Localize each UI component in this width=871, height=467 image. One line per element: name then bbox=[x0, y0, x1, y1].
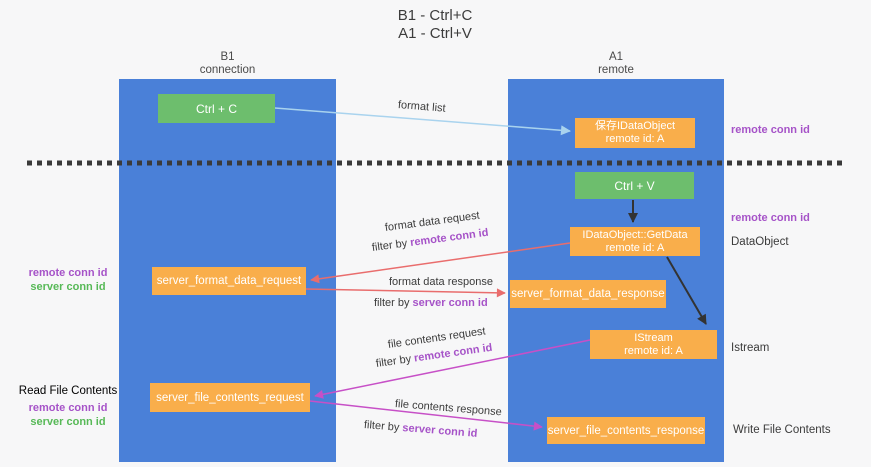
node-idataobject-getdata: IDataObject::GetData remote id: A bbox=[570, 227, 700, 256]
arrow-file-contents-request bbox=[314, 339, 591, 399]
node-server-format-data-response: server_format_data_response bbox=[510, 280, 666, 308]
lane-a1-name: A1 bbox=[608, 51, 624, 63]
node-ctrl-c: Ctrl + C bbox=[158, 94, 275, 123]
title-line-2: A1 - Ctrl+V bbox=[398, 25, 472, 42]
arrow-getdata-istream bbox=[666, 256, 707, 325]
label-filter-format-data-response: filter by server conn id bbox=[374, 297, 488, 309]
title-line-1: B1 - Ctrl+C bbox=[397, 7, 473, 24]
lane-header-a1: A1 remote bbox=[508, 51, 724, 77]
node-save-idataobject-line2: remote id: A bbox=[605, 133, 665, 145]
node-istream-line2: remote id: A bbox=[624, 344, 683, 357]
read-file-contents-label: Read File Contents bbox=[18, 385, 118, 397]
arrow-file-contents-response bbox=[309, 400, 543, 431]
arrow-format-data-request bbox=[310, 242, 571, 284]
diagram-title: B1 - Ctrl+C A1 - Ctrl+V bbox=[310, 7, 560, 43]
lane-b1-role: connection bbox=[199, 64, 256, 76]
arrow-format-data-response bbox=[305, 288, 506, 298]
label-format-data-response: format data response bbox=[389, 276, 493, 288]
lane-header-b1: B1 connection bbox=[119, 51, 336, 77]
node-server-format-data-request: server_format_data_request bbox=[152, 267, 306, 295]
right-remote-conn-id-mid: remote conn id bbox=[731, 212, 810, 224]
lane-b1-name: B1 bbox=[220, 51, 235, 63]
node-getdata-line1: IDataObject::GetData bbox=[582, 228, 688, 241]
dataobject-label: DataObject bbox=[731, 236, 789, 248]
left-labels-format-group: remote conn id server conn id bbox=[8, 266, 128, 294]
node-save-idataobject-line1: 保存IDataObject bbox=[594, 120, 676, 132]
node-getdata-line2: remote id: A bbox=[605, 241, 665, 254]
filter-key-server-conn-id: server conn id bbox=[412, 297, 488, 309]
node-server-file-contents-response: server_file_contents_response bbox=[547, 417, 705, 444]
arrow-format-list bbox=[274, 107, 571, 136]
left-remote-conn-id: remote conn id bbox=[28, 267, 108, 279]
left-server-conn-id-2: server conn id bbox=[30, 416, 106, 428]
left-server-conn-id: server conn id bbox=[30, 281, 106, 293]
left-labels-file-group: Read File Contents remote conn id server… bbox=[8, 384, 128, 429]
node-istream-line1: IStream bbox=[634, 331, 673, 344]
write-file-contents-label: Write File Contents bbox=[733, 424, 831, 436]
lane-a1-role: remote bbox=[598, 64, 634, 76]
right-remote-conn-id-top: remote conn id bbox=[731, 124, 810, 136]
istream-label: Istream bbox=[731, 342, 770, 354]
node-ctrl-v: Ctrl + V bbox=[575, 172, 694, 199]
node-save-idataobject: 保存IDataObject remote id: A bbox=[575, 118, 695, 148]
node-istream: IStream remote id: A bbox=[590, 330, 717, 359]
left-remote-conn-id-2: remote conn id bbox=[28, 402, 108, 414]
filter-prefix: filter by bbox=[374, 297, 413, 309]
node-server-file-contents-request: server_file_contents_request bbox=[150, 383, 310, 412]
